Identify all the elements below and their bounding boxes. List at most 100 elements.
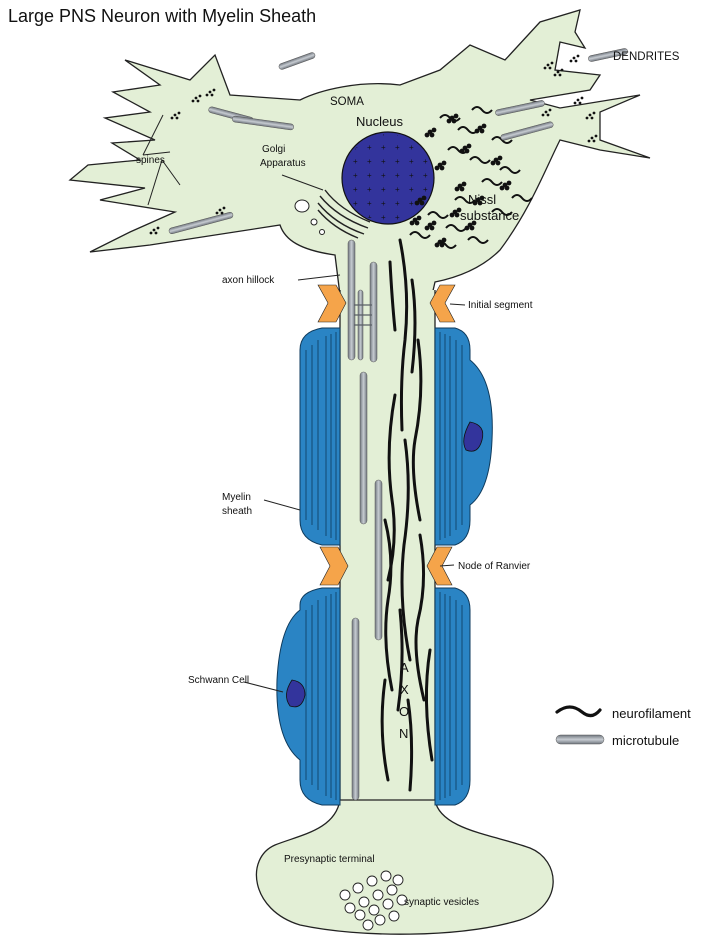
- ribosome-dot: [176, 117, 179, 120]
- ribosome-dot: [573, 57, 576, 60]
- synaptic-vesicle: [367, 876, 377, 886]
- synaptic-vesicle: [359, 897, 369, 907]
- ribosome-dot: [441, 244, 444, 247]
- ribosome-dot: [453, 120, 456, 123]
- ribosome-dot: [192, 100, 195, 103]
- legend-neurofilament-label: neurofilament: [612, 706, 691, 721]
- ribosome-dot: [221, 212, 224, 215]
- ribosome-dot: [423, 197, 426, 200]
- ribosome-dot: [542, 114, 545, 117]
- soma-label: SOMA: [330, 96, 364, 108]
- node-of-ranvier-label: Node of Ranvier: [458, 561, 531, 572]
- ribosome-dot: [448, 120, 451, 123]
- ribosome-dot: [157, 227, 160, 230]
- axon-hillock-label: axon hillock: [222, 275, 275, 286]
- ribosome-dot: [455, 115, 458, 118]
- ribosome-dot: [219, 209, 222, 212]
- golgi-vesicle-small: [311, 219, 317, 225]
- ribosome-dot: [463, 183, 466, 186]
- legend-microtubule-label: microtubule: [612, 733, 679, 748]
- ribosome-dot: [456, 214, 459, 217]
- presynaptic-terminal-label: Presynaptic terminal: [284, 854, 375, 865]
- myelin-sheath-lower-right: [435, 588, 470, 805]
- ribosome-dot: [492, 162, 495, 165]
- legend: neurofilament microtubule: [556, 706, 691, 748]
- nissl-label-line1: Nissl: [468, 192, 496, 207]
- synaptic-vesicle: [373, 890, 383, 900]
- ribosome-dot: [549, 109, 552, 112]
- ribosome-dot: [431, 134, 434, 137]
- ribosome-dot: [197, 100, 200, 103]
- ribosome-dot: [461, 150, 464, 153]
- initial-segment-label: Initial segment: [468, 300, 533, 311]
- ribosome-dot: [557, 71, 560, 74]
- golgi-vesicle: [295, 200, 309, 212]
- ribosome-dot: [497, 162, 500, 165]
- nucleus-label: Nucleus: [356, 114, 403, 129]
- ribosome-dot: [591, 117, 594, 120]
- ribosome-dot: [461, 188, 464, 191]
- ribosome-dot: [544, 67, 547, 70]
- ribosome-dot: [213, 89, 216, 92]
- ribosome-dot: [433, 129, 436, 132]
- synaptic-vesicle: [393, 875, 403, 885]
- ribosome-dot: [418, 217, 421, 220]
- ribosome-dot: [209, 91, 212, 94]
- axon-letter: O: [399, 704, 409, 719]
- microtubule-legend-symbol: [556, 735, 604, 744]
- synaptic-vesicle: [340, 890, 350, 900]
- synaptic-vesicle: [345, 903, 355, 913]
- ribosome-dot: [554, 74, 557, 77]
- ribosome-dot: [577, 55, 580, 58]
- myelin-sheath-upper-right: [435, 328, 492, 545]
- synaptic-vesicle: [375, 915, 385, 925]
- myelin-sheath-upper-left: [300, 328, 340, 545]
- ribosome-dot: [501, 187, 504, 190]
- ribosome-dot: [593, 112, 596, 115]
- synaptic-vesicle: [355, 910, 365, 920]
- ribosome-dot: [561, 69, 564, 72]
- ribosome-dot: [466, 227, 469, 230]
- golgi-label-line1: Golgi: [262, 144, 285, 155]
- synaptic-vesicle: [383, 899, 393, 909]
- ribosome-dot: [468, 145, 471, 148]
- ribosome-dot: [559, 74, 562, 77]
- synaptic-vesicle: [387, 885, 397, 895]
- ribosome-dot: [591, 137, 594, 140]
- ribosome-dot: [443, 239, 446, 242]
- synaptic-vesicles-label: synaptic vesicles: [404, 897, 479, 908]
- ribosome-dot: [499, 157, 502, 160]
- ribosome-dot: [575, 60, 578, 63]
- ribosome-dot: [216, 212, 219, 215]
- ribosome-dot: [436, 244, 439, 247]
- ribosome-dot: [579, 102, 582, 105]
- ribosome-dot: [466, 150, 469, 153]
- ribosome-dot: [416, 202, 419, 205]
- ribosome-dot: [545, 111, 548, 114]
- axon-letter: N: [399, 726, 408, 741]
- myelin-sheath-lower-left: [277, 588, 340, 805]
- myelin-label-line2: sheath: [222, 506, 252, 517]
- ribosome-dot: [586, 117, 589, 120]
- ribosome-dot: [171, 117, 174, 120]
- synaptic-vesicle: [353, 883, 363, 893]
- ribosome-dot: [211, 94, 214, 97]
- neurofilament-legend-symbol: [557, 707, 600, 716]
- ribosome-dot: [570, 60, 573, 63]
- synaptic-vesicle: [381, 871, 391, 881]
- schwann-cell-label: Schwann Cell: [188, 675, 249, 686]
- ribosome-dot: [431, 227, 434, 230]
- ribosome-dot: [595, 135, 598, 138]
- ribosome-dot: [551, 62, 554, 65]
- spines-label: spines: [136, 155, 165, 166]
- synaptic-vesicle: [363, 920, 373, 930]
- ribosome-dot: [174, 114, 177, 117]
- ribosome-dot: [426, 134, 429, 137]
- ribosome-dot: [150, 232, 153, 235]
- ribosome-dot: [547, 64, 550, 67]
- presynaptic-terminal: [256, 800, 553, 934]
- ribosome-dot: [426, 227, 429, 230]
- synaptic-vesicle: [389, 911, 399, 921]
- ribosome-dot: [483, 125, 486, 128]
